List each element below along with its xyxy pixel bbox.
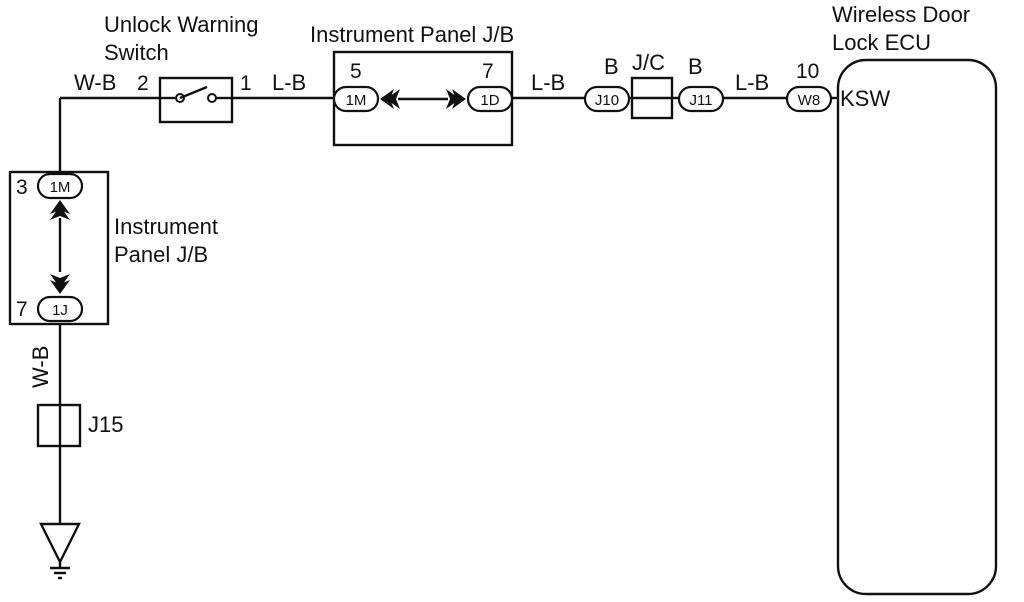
wire-label-w5: B xyxy=(688,54,703,79)
wire-label-w7: W-B xyxy=(28,346,53,388)
connector-j11 xyxy=(677,85,725,113)
wire-label-w4: B xyxy=(604,54,619,79)
junction-connector: J/C B B J10 J11 xyxy=(583,50,725,120)
wire-label-w3: L-B xyxy=(531,70,565,95)
wire-network xyxy=(58,96,838,524)
wire-label-w1: W-B xyxy=(74,70,116,95)
jb-left-title-line2: Panel J/B xyxy=(114,242,208,267)
switch-pin-2: 2 xyxy=(137,72,149,95)
jb-left-arrow-down-icon xyxy=(50,274,70,294)
ecu-pin-10: 10 xyxy=(796,60,819,83)
svg-text:1D: 1D xyxy=(480,92,499,109)
svg-text:1M: 1M xyxy=(50,179,71,196)
ecu-title-line2: Lock ECU xyxy=(832,30,931,55)
connector-1j xyxy=(36,295,84,323)
switch-title-line1: Unlock Warning xyxy=(104,12,258,37)
jb-left-pin-3: 3 xyxy=(16,176,28,199)
svg-text:1M: 1M xyxy=(346,92,367,109)
switch-title-line2: Switch xyxy=(104,40,169,65)
jb-top-pin-7: 7 xyxy=(482,60,494,83)
connector-w8 xyxy=(785,85,833,113)
junction-j15: J15 xyxy=(36,403,123,448)
jb-top-pin-5: 5 xyxy=(350,60,362,83)
ground-icon xyxy=(39,522,81,580)
instrument-panel-jb-left: Instrument Panel J/B 3 7 1M 1J xyxy=(8,170,218,326)
svg-text:W8: W8 xyxy=(798,92,821,109)
jc-title: J/C xyxy=(632,50,665,75)
jb-top-title: Instrument Panel J/B xyxy=(310,22,514,47)
instrument-panel-jb-top: Instrument Panel J/B 5 7 1M 1D xyxy=(310,22,514,147)
jb-top-arrow-left-icon xyxy=(380,89,400,109)
unlock-warning-switch: Unlock Warning Switch 2 1 xyxy=(104,12,258,124)
j15-label: J15 xyxy=(88,412,123,437)
connector-j10 xyxy=(583,85,631,113)
wireless-door-lock-ecu: Wireless Door Lock ECU 10 W8 KSW xyxy=(785,2,998,596)
jb-left-arrow-up-icon xyxy=(50,200,70,220)
wire-label-w6: L-B xyxy=(735,70,769,95)
switch-body xyxy=(158,76,234,124)
svg-text:J11: J11 xyxy=(689,92,712,109)
jb-top-arrow-right-icon xyxy=(446,89,466,109)
jb-left-pin-7: 7 xyxy=(16,298,28,321)
ecu-body xyxy=(836,58,998,596)
connector-1m-top xyxy=(332,85,380,113)
svg-text:1J: 1J xyxy=(52,302,68,319)
connector-1m-left xyxy=(36,172,84,200)
switch-pin-1: 1 xyxy=(240,72,252,95)
ecu-terminal-ksw: KSW xyxy=(840,86,890,111)
jb-left-title-line1: Instrument xyxy=(114,214,218,239)
ecu-title-line1: Wireless Door xyxy=(832,2,970,27)
svg-text:J10: J10 xyxy=(595,92,619,109)
connector-1d xyxy=(466,85,514,113)
wire-label-w2: L-B xyxy=(272,70,306,95)
